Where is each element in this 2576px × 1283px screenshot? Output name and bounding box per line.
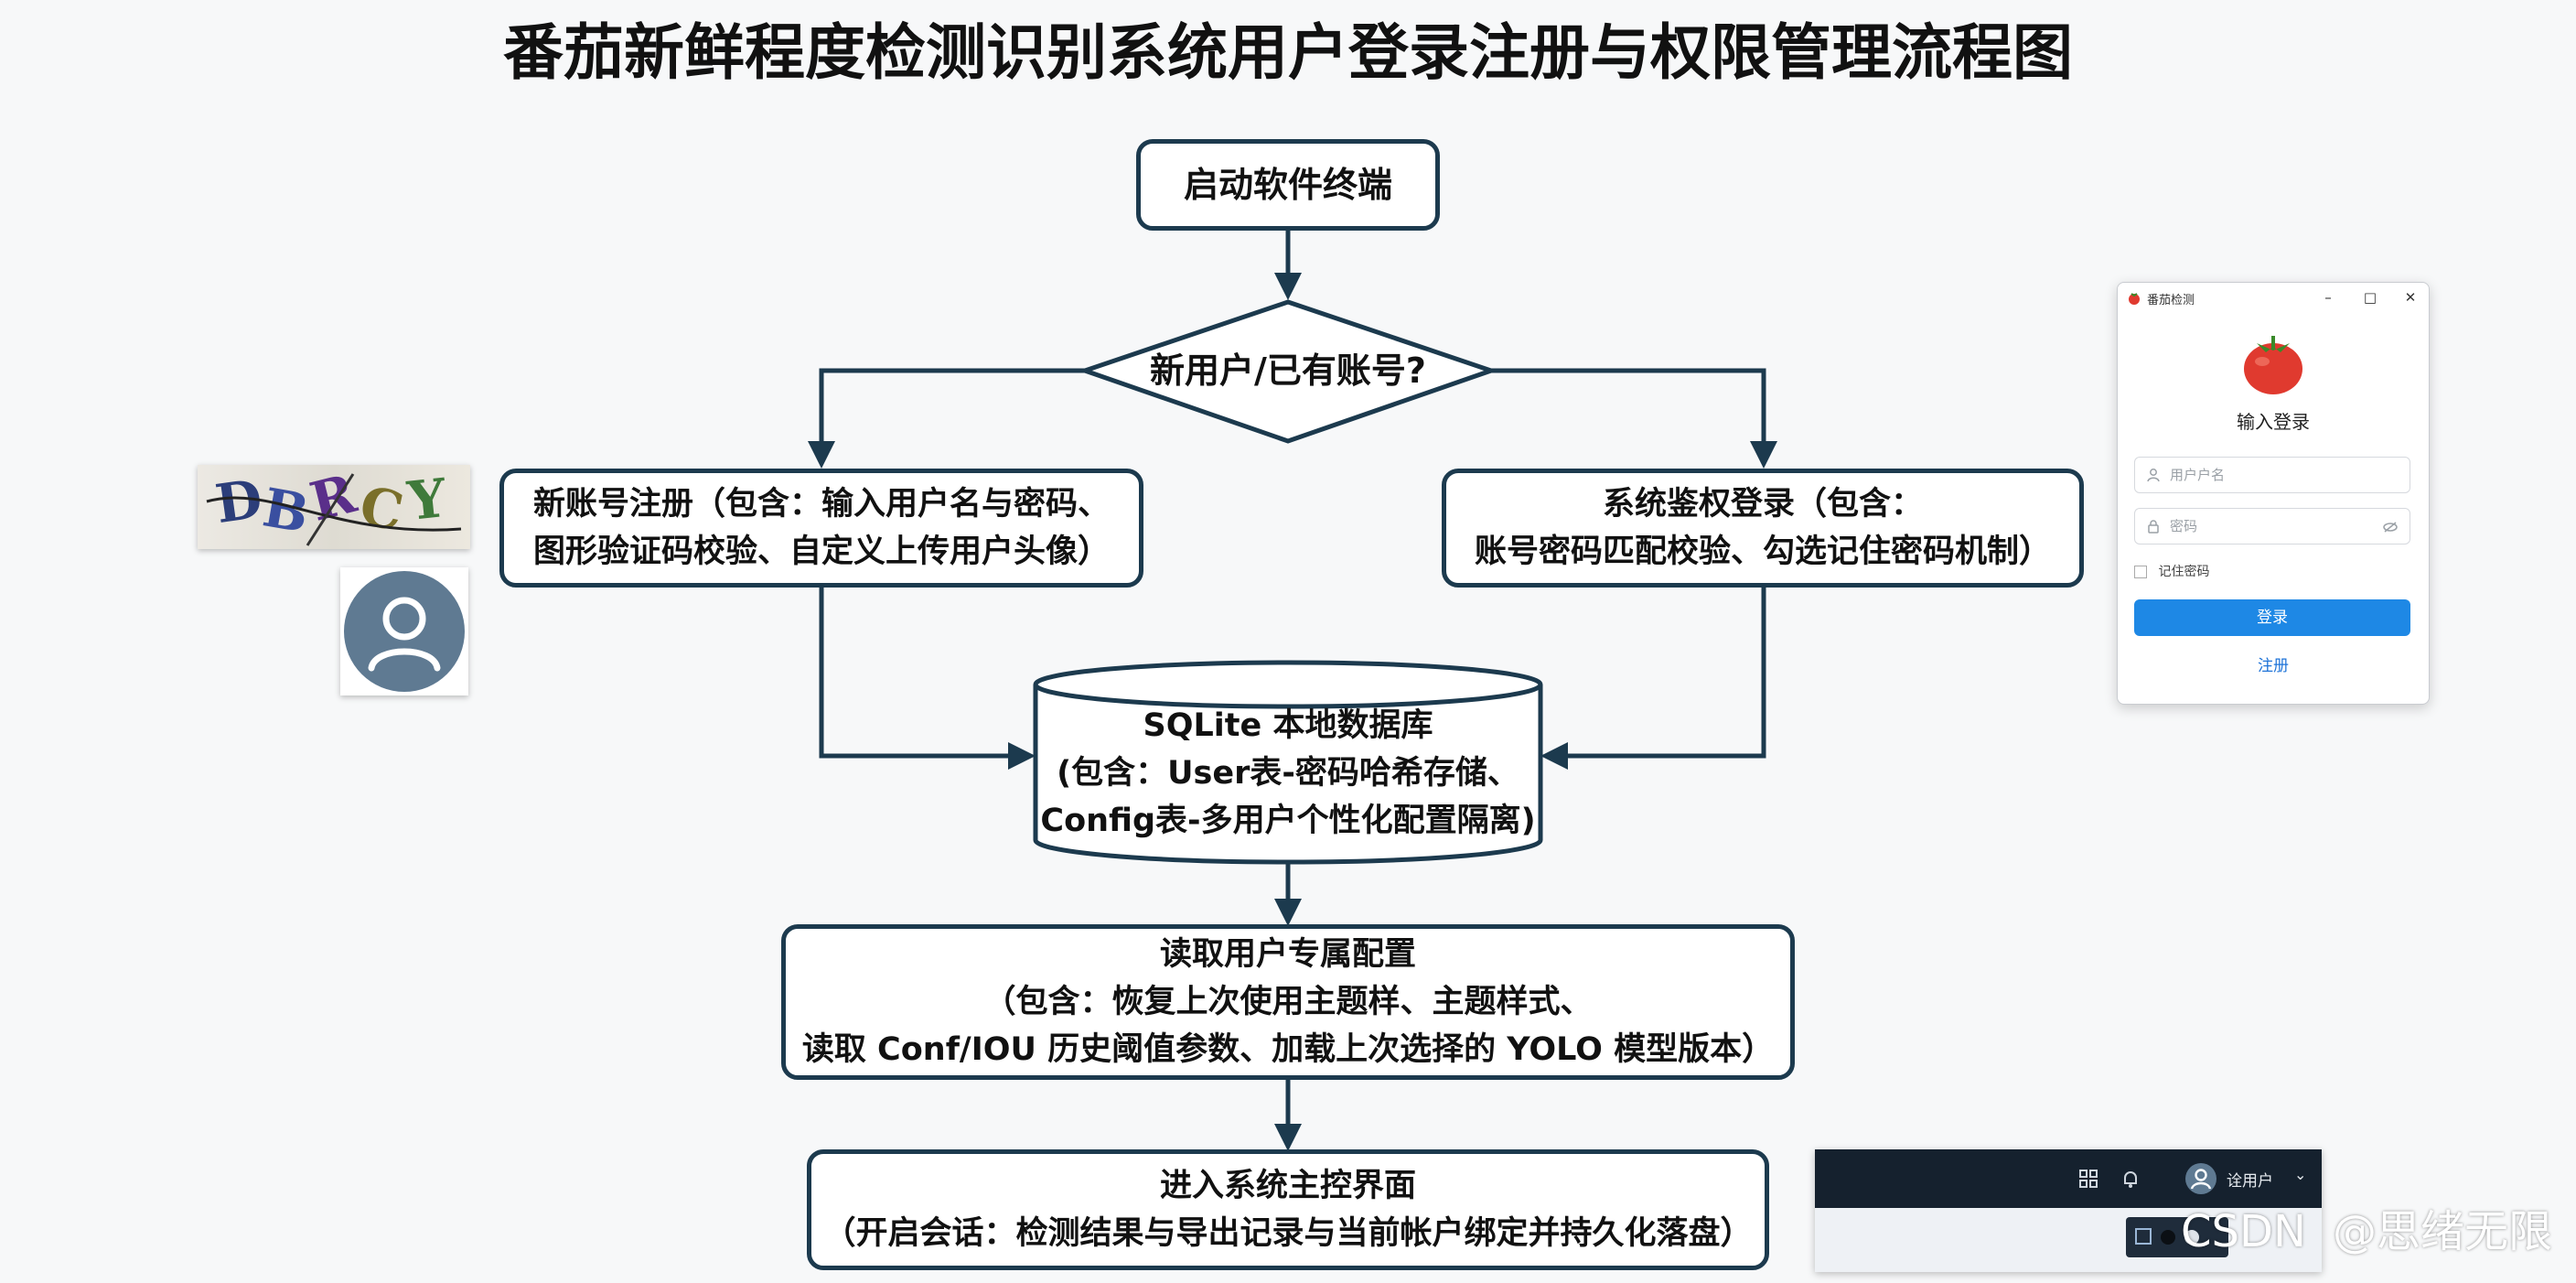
arrow-decision-to-login — [1491, 368, 1777, 469]
arrow-register-to-db — [819, 586, 1036, 770]
password-placeholder: 密码 — [2170, 518, 2198, 534]
username-placeholder: 用户户名 — [2170, 467, 2226, 483]
start-node: 启动软件终端 — [1136, 139, 1440, 231]
login-window: 番茄检测 – □ ✕ 输入登录 用户户名 密码 记住密码 登录 注册 — [2117, 282, 2430, 705]
main-node: 进入系统主控界面 （开启会话：检测结果与导出记录与当前帐户绑定并持久化落盘） — [807, 1149, 1769, 1270]
dot-icon — [2184, 1230, 2199, 1245]
watermark-brand: CSDN — [2181, 1206, 2306, 1257]
login-titlebar: 番茄检测 – □ ✕ — [2118, 283, 2429, 314]
arrow-decision-to-register — [808, 368, 1085, 469]
eye-off-icon[interactable] — [2382, 521, 2399, 534]
register-node: 新账号注册（包含：输入用户名与密码、 图形验证码校验、自定义上传用户头像） — [499, 469, 1143, 588]
lock-icon — [2148, 520, 2159, 534]
tomato-app-icon — [2129, 293, 2140, 305]
remember-row[interactable]: 记住密码 — [2134, 563, 2209, 581]
default-avatar — [340, 567, 468, 695]
dot-icon — [2161, 1230, 2175, 1245]
decision-diamond — [1078, 299, 1498, 444]
topbar-user-label[interactable]: 诠用户 — [2227, 1172, 2273, 1191]
register-link[interactable]: 注册 — [2258, 657, 2289, 675]
watermark-author: @思绪无限 — [2333, 1206, 2553, 1257]
page-title: 番茄新鲜程度检测识别系统用户登录注册与权限管理流程图 — [503, 17, 2073, 88]
topbar-light-strip — [1815, 1208, 2322, 1272]
maximize-icon[interactable]: □ — [2363, 289, 2377, 306]
square-icon — [2135, 1228, 2152, 1245]
user-avatar-icon — [344, 571, 465, 692]
grid-icon[interactable] — [2078, 1169, 2098, 1189]
bell-icon[interactable] — [2120, 1169, 2141, 1189]
login-window-title: 番茄检测 — [2147, 294, 2195, 307]
close-icon[interactable]: ✕ — [2404, 289, 2417, 306]
decision-label: 新用户/已有账号? — [1150, 350, 1426, 391]
database-cylinder — [1033, 660, 1543, 865]
user-avatar-small-icon[interactable] — [2184, 1162, 2217, 1195]
password-input[interactable]: 密码 — [2134, 508, 2410, 544]
toolbar-chip[interactable] — [2126, 1217, 2228, 1257]
remember-checkbox[interactable] — [2134, 566, 2147, 578]
database-label: SQLite 本地数据库 (包含：User表-密码哈希存储、 Config表-多… — [1040, 707, 1536, 839]
main-ui-topbar: 诠用户 ⌄ — [1815, 1149, 2322, 1272]
config-node: 读取用户专属配置 （包含：恢复上次使用主题样、主题样式、 读取 Conf/IOU… — [781, 924, 1795, 1080]
topbar-dark-strip: 诠用户 ⌄ — [1815, 1149, 2322, 1208]
login-button[interactable]: 登录 — [2134, 599, 2410, 636]
captcha-noise — [206, 473, 462, 546]
username-input[interactable]: 用户户名 — [2134, 457, 2410, 493]
chevron-down-icon[interactable]: ⌄ — [2294, 1166, 2307, 1183]
user-icon — [2147, 469, 2160, 482]
login-node: 系统鉴权登录（包含： 账号密码匹配校验、勾选记住密码机制） — [1442, 469, 2084, 588]
arrow-login-to-db — [1540, 586, 1766, 770]
login-heading: 输入登录 — [2237, 411, 2310, 433]
remember-label: 记住密码 — [2158, 565, 2210, 579]
tomato-logo-icon — [2244, 336, 2302, 394]
minimize-icon[interactable]: – — [2324, 289, 2332, 306]
captcha-image: D B R C Y — [198, 465, 470, 549]
